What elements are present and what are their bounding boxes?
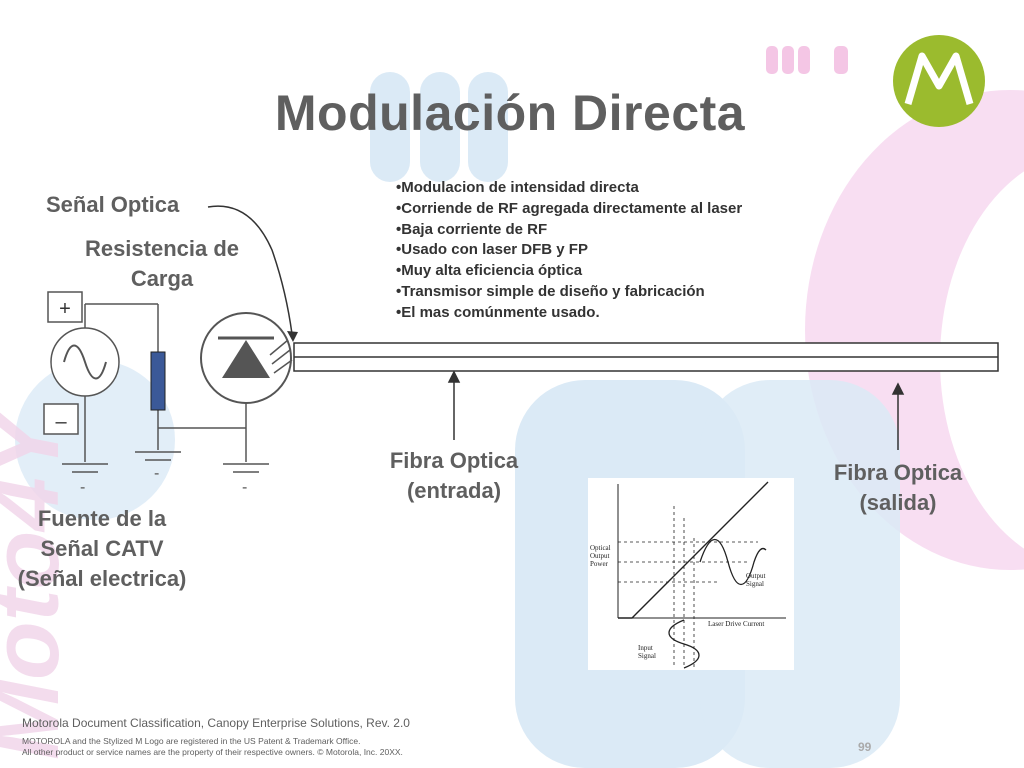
graph-output-label-1: Output xyxy=(746,572,766,580)
minus-sign: – xyxy=(55,411,67,433)
minus-terminal-box: – xyxy=(43,403,79,435)
laser-characteristic-graph: Optical Output Power Output Signal Laser… xyxy=(588,478,794,670)
graph-optical-label-2: Output xyxy=(590,552,610,560)
fuente-line-1: Fuente de la xyxy=(37,506,167,531)
graph-output-label-2: Signal xyxy=(746,580,764,588)
fibra-salida-label: Fibra Optica (salida) xyxy=(812,458,984,518)
plus-terminal-box: + xyxy=(47,291,83,323)
graph-input-label-1: Input xyxy=(638,644,653,652)
ground-icon xyxy=(135,451,181,461)
resistor-icon xyxy=(150,351,166,411)
plus-sign: + xyxy=(59,298,71,320)
footer-legal-line-1: MOTOROLA and the Stylized M Logo are reg… xyxy=(22,736,361,746)
ground-minus-3: - xyxy=(242,479,247,496)
fibra-entrada-label: Fibra Optica (entrada) xyxy=(368,446,540,506)
footer-legal: MOTOROLA and the Stylized M Logo are reg… xyxy=(22,736,403,758)
graph-optical-label-1: Optical xyxy=(590,544,611,552)
fuente-line-2: Señal CATV xyxy=(40,536,164,561)
fibra-entrada-arrow xyxy=(447,370,461,440)
slide-title: Modulación Directa xyxy=(274,85,746,141)
corner-dots-decoration xyxy=(766,46,848,74)
fibra-entrada-line-1: Fibra Optica xyxy=(389,448,519,473)
fibra-salida-line-2: (salida) xyxy=(859,490,937,515)
fibra-salida-line-1: Fibra Optica xyxy=(833,460,963,485)
motorola-logo xyxy=(893,35,985,127)
footer-legal-line-2: All other product or service names are t… xyxy=(22,747,403,757)
list-item: •Baja corriente de RF xyxy=(396,220,548,238)
resistencia-line-2: Carga xyxy=(130,266,194,291)
resistencia-label: Resistencia de Carga xyxy=(62,234,262,294)
feature-list: •Modulacion de intensidad directa •Corri… xyxy=(396,178,742,324)
list-item: •Corriende de RF agregada directamente a… xyxy=(396,199,743,217)
page-number: 99 xyxy=(858,740,872,754)
circuit-wires xyxy=(84,303,247,462)
fibra-entrada-line-2: (entrada) xyxy=(406,478,502,503)
list-item: •El mas comúnmente usado. xyxy=(396,303,600,321)
graph-optical-label-3: Power xyxy=(590,560,609,568)
list-item: •Usado con laser DFB y FP xyxy=(396,241,588,259)
ac-source-icon xyxy=(50,327,120,397)
senal-optica-arrow xyxy=(207,205,298,342)
ground-minus-1: - xyxy=(80,479,85,496)
senal-optica-label: Señal Optica xyxy=(46,192,180,217)
graph-drive-current-label: Laser Drive Current xyxy=(708,620,764,628)
optical-fiber xyxy=(293,342,999,372)
list-item: •Modulacion de intensidad directa xyxy=(396,179,639,196)
footer-classification: Motorola Document Classification, Canopy… xyxy=(22,716,410,730)
resistencia-line-1: Resistencia de xyxy=(84,236,240,261)
ground-icon xyxy=(223,463,269,473)
ground-minus-2: - xyxy=(154,465,159,482)
list-item: •Muy alta eficiencia óptica xyxy=(396,262,583,280)
fuente-label: Fuente de la Señal CATV (Señal electrica… xyxy=(2,504,202,594)
list-item: •Transmisor simple de diseño y fabricaci… xyxy=(396,282,705,300)
laser-diode-icon xyxy=(200,312,293,404)
ground-icon xyxy=(62,463,108,473)
fuente-line-3: (Señal electrica) xyxy=(17,566,187,591)
fibra-salida-arrow xyxy=(891,382,905,450)
graph-input-label-2: Signal xyxy=(638,652,656,660)
